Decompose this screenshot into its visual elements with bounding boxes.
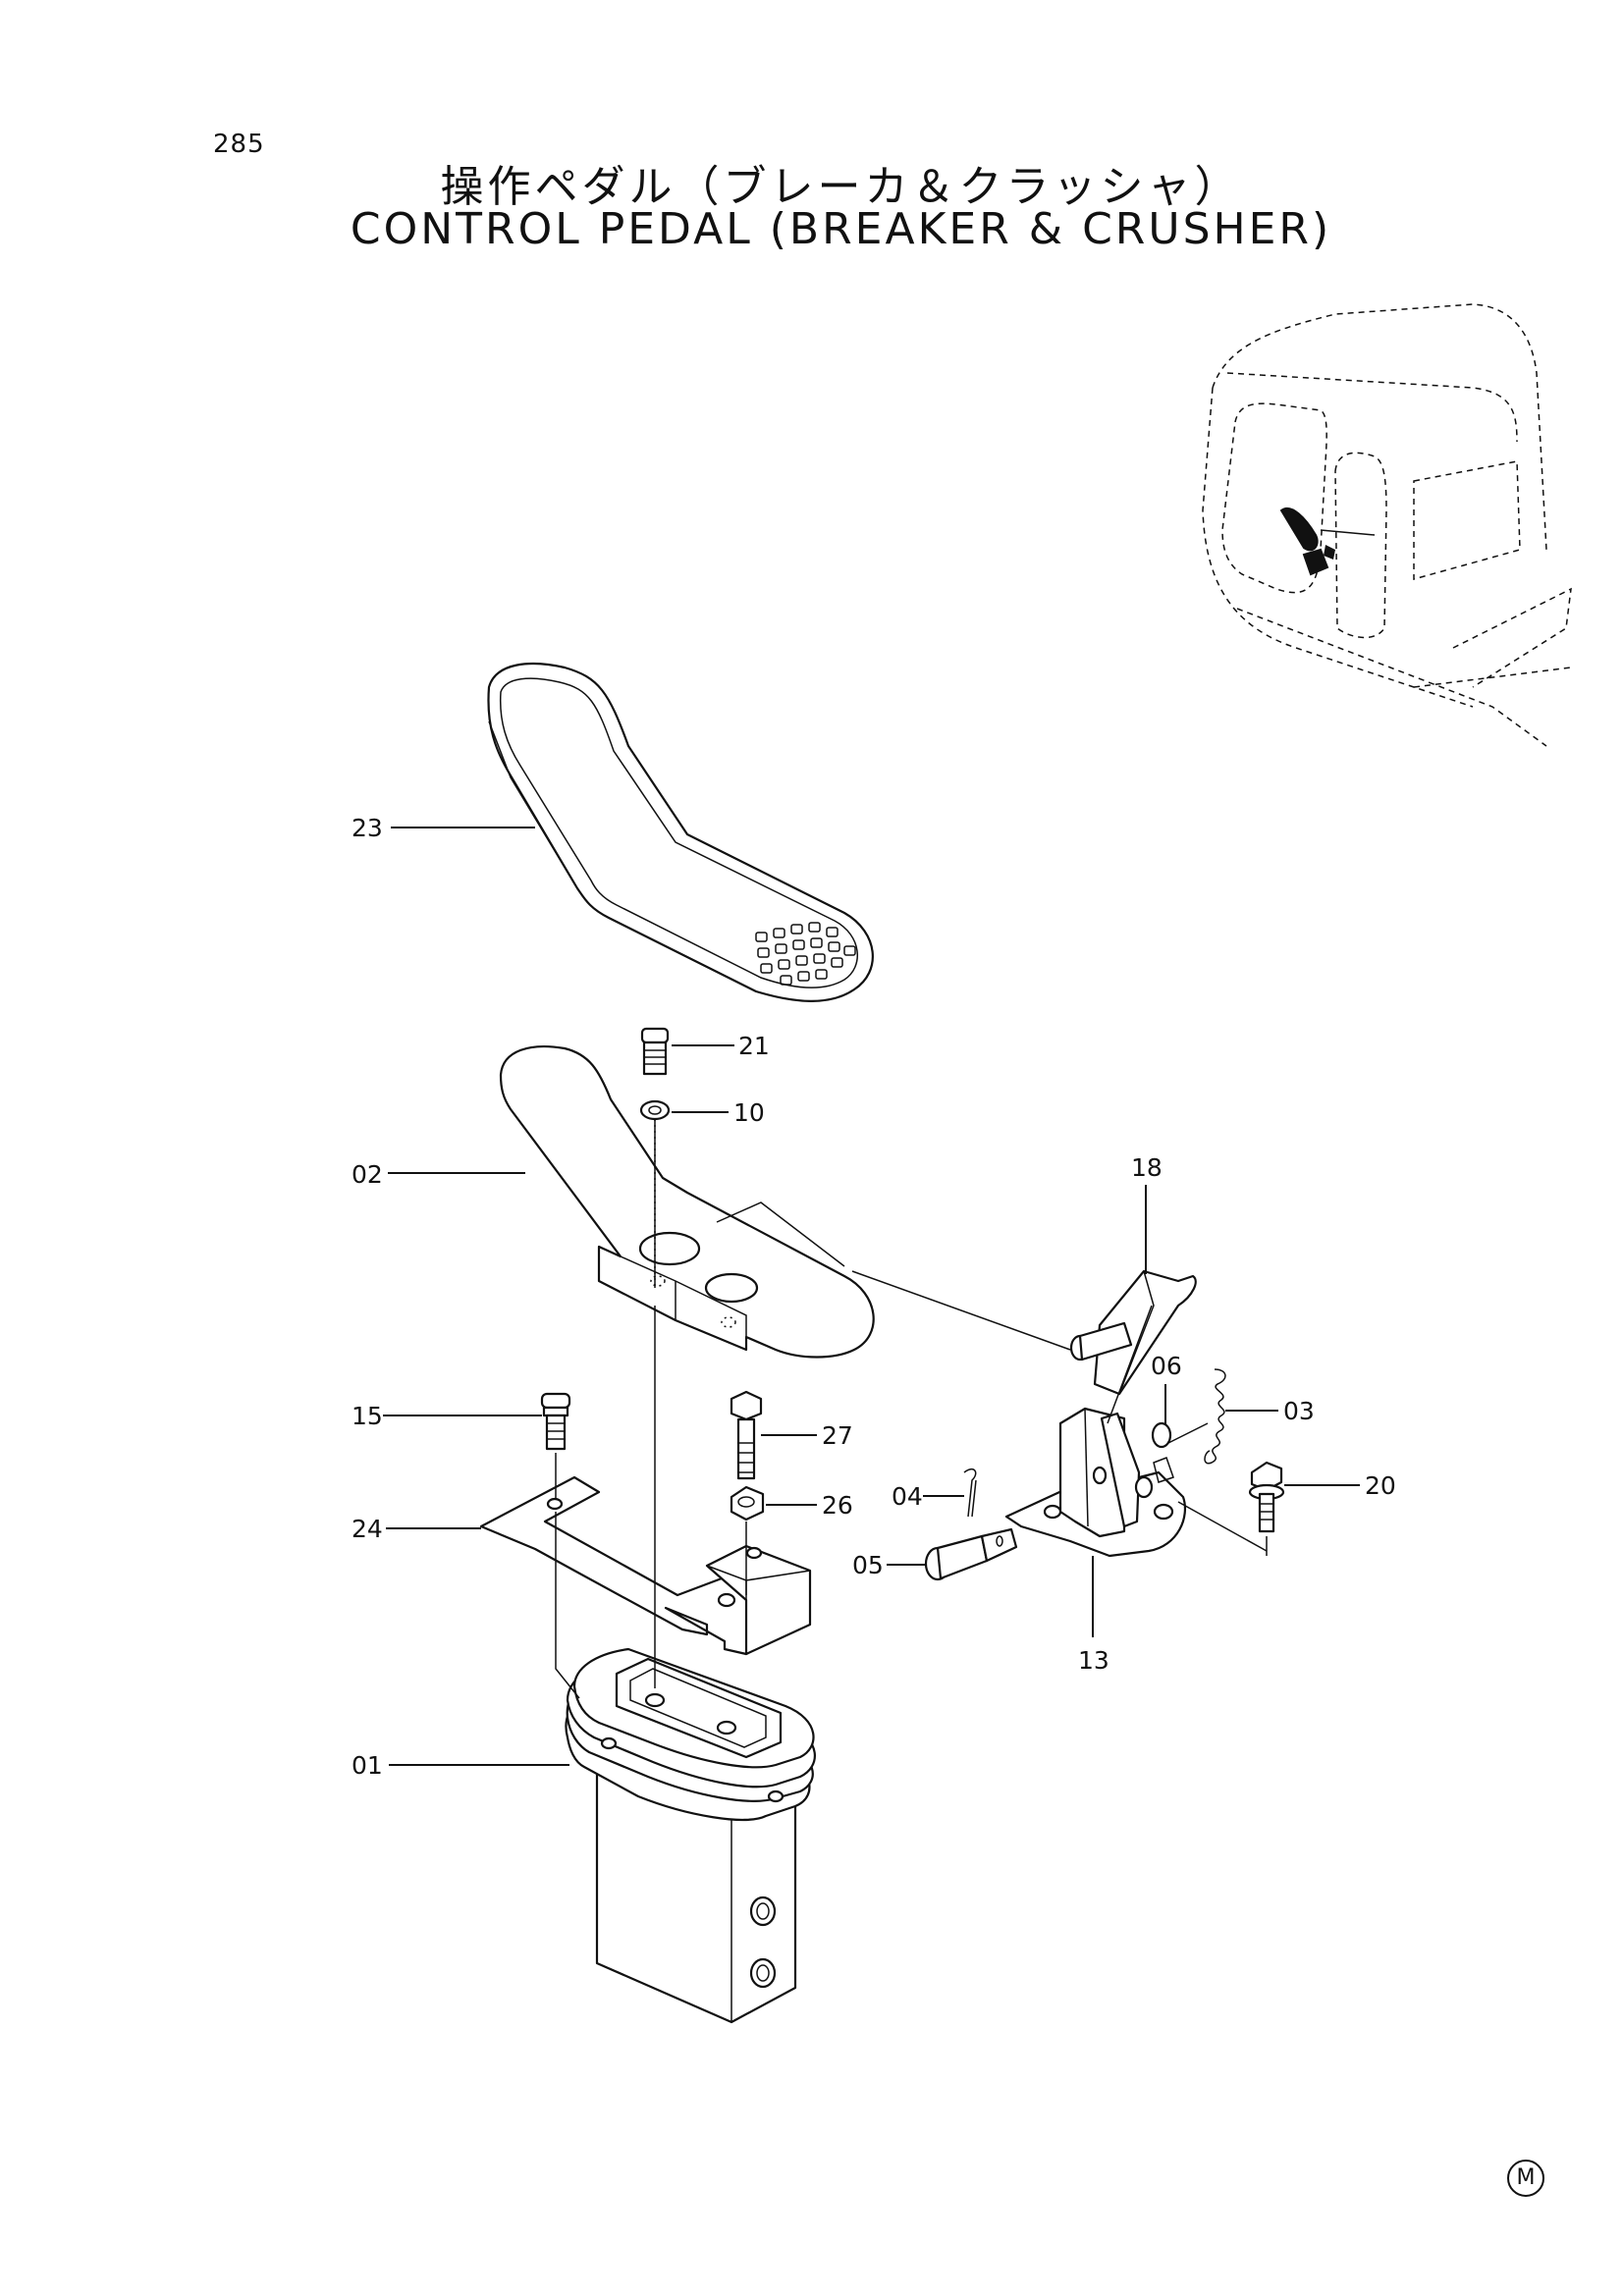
cab-locator-sketch — [1202, 303, 1572, 747]
leader-lines — [383, 827, 1360, 1766]
callout-10: 10 — [733, 1098, 765, 1127]
callout-13: 13 — [1078, 1646, 1109, 1675]
callout-05: 05 — [852, 1551, 884, 1579]
callout-01: 01 — [352, 1751, 383, 1780]
part-26-hex-nut — [730, 1485, 765, 1522]
page-title-english: CONTROL PEDAL (BREAKER & CRUSHER) — [350, 204, 1332, 254]
page-number: 285 — [213, 130, 265, 159]
part-06-washer — [1151, 1421, 1172, 1449]
publisher-mark: M — [1507, 2160, 1544, 2197]
part-04-cotter-pin — [963, 1468, 977, 1518]
callout-03: 03 — [1283, 1397, 1315, 1425]
callout-27: 27 — [822, 1421, 853, 1450]
part-15-cap-screw — [540, 1392, 571, 1451]
callout-21: 21 — [738, 1032, 770, 1060]
part-20-flange-bolt — [1248, 1461, 1285, 1533]
callout-24: 24 — [352, 1515, 383, 1543]
pedal-location-marker — [1279, 507, 1335, 576]
part-10-washer — [639, 1099, 671, 1121]
callout-26: 26 — [822, 1491, 853, 1520]
callout-20: 20 — [1365, 1471, 1396, 1500]
tread-pattern — [755, 922, 856, 986]
part-01-pilot-valve — [565, 1647, 816, 2024]
part-24-plate — [479, 1475, 812, 1656]
part-18-cam-arm — [1069, 1269, 1197, 1396]
part-03-spring — [1204, 1368, 1226, 1465]
part-13-bracket — [1004, 1407, 1187, 1558]
part-21-cap-screw — [640, 1027, 670, 1076]
part-05-clevis-pin — [924, 1527, 1018, 1581]
callout-23: 23 — [352, 814, 383, 842]
callout-04: 04 — [892, 1482, 923, 1511]
part-02-pedal — [499, 1045, 875, 1359]
callout-06: 06 — [1151, 1352, 1182, 1380]
callout-18: 18 — [1131, 1153, 1163, 1182]
part-27-hex-bolt — [730, 1390, 763, 1480]
page-title-japanese: 操作ペダル（ブレーカ＆クラッシャ） — [440, 162, 1242, 212]
callout-02: 02 — [352, 1160, 383, 1189]
callout-labels: 23 21 10 02 18 15 27 06 03 20 04 26 24 0… — [352, 814, 1396, 1780]
callout-15: 15 — [352, 1402, 383, 1430]
part-23-pedal-cover — [487, 662, 874, 1002]
assembly-lines — [555, 1119, 1268, 1699]
